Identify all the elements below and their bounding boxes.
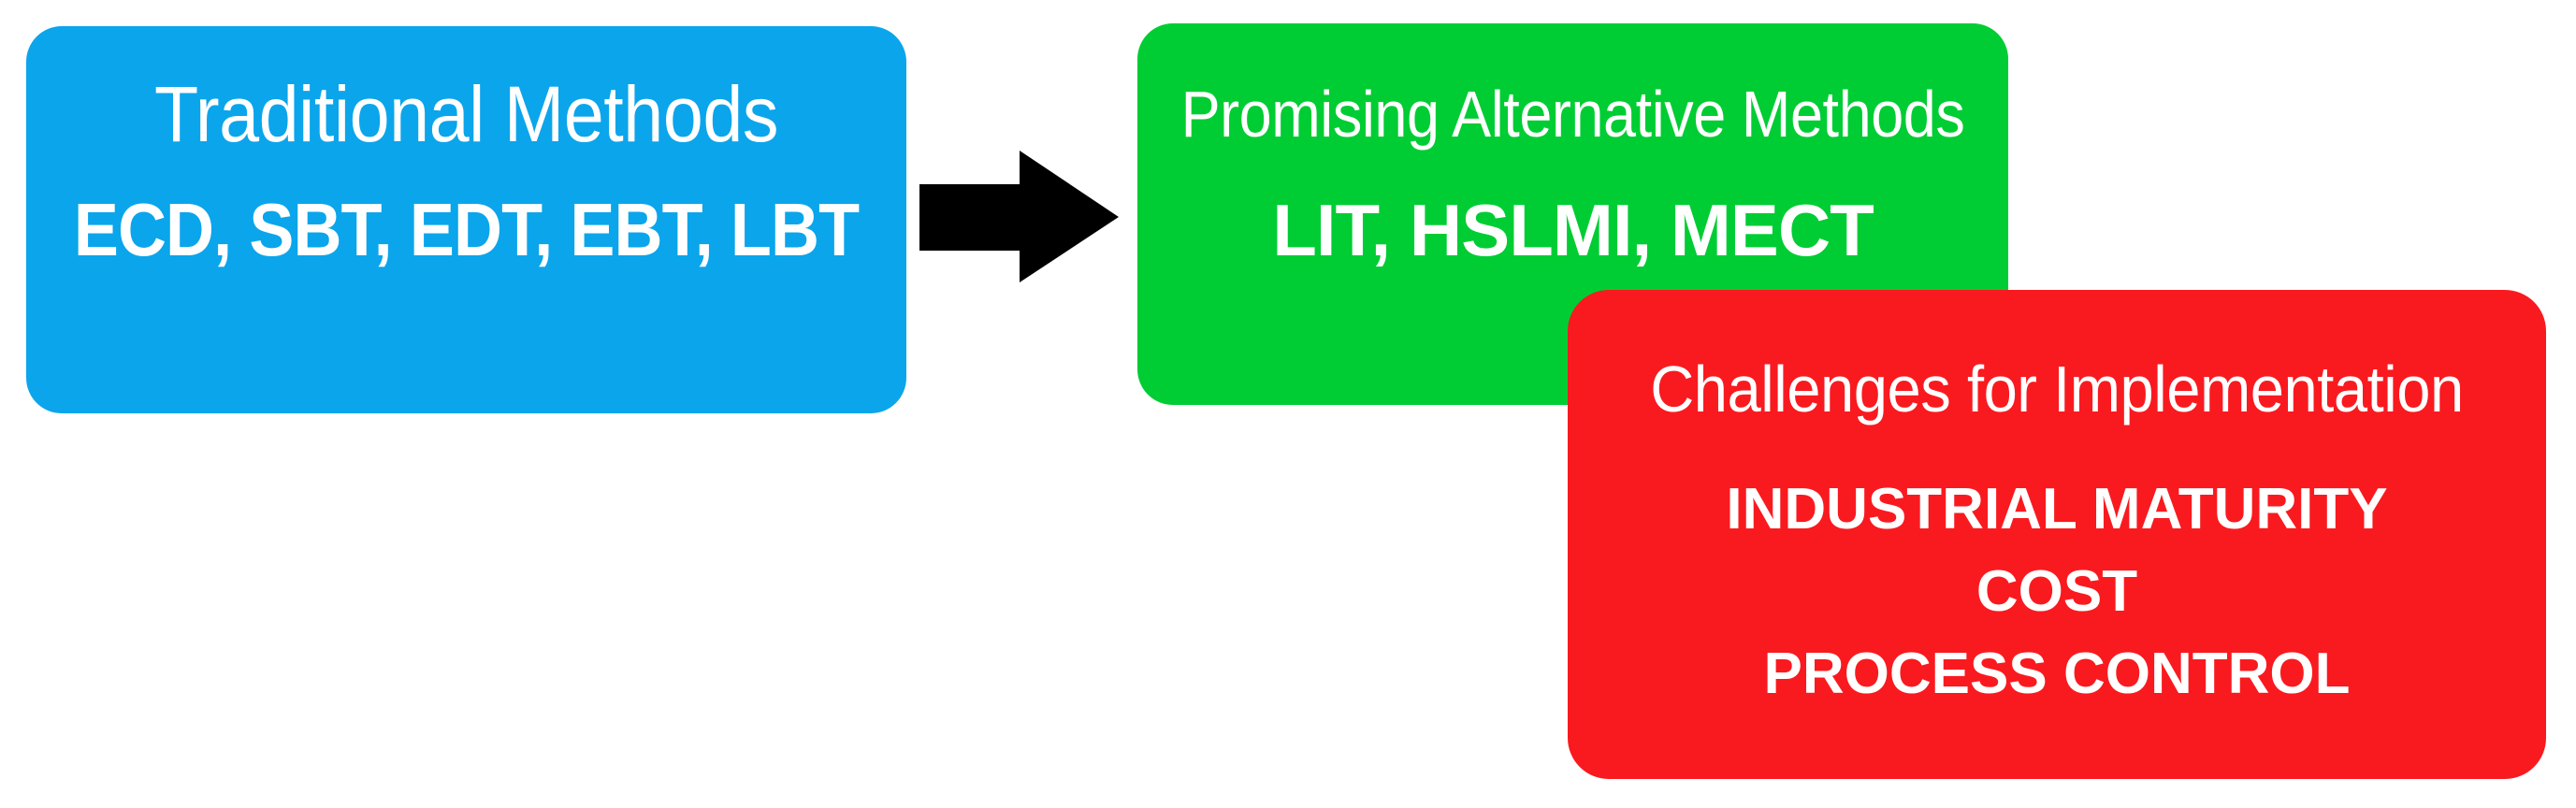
challenge-line-cost: COST [1975, 559, 2138, 624]
traditional-methods-list: ECD, SBT, EDT, EBT, LBT [73, 188, 860, 271]
challenges-for-implementation-title: Challenges for Implementation [1650, 353, 2464, 426]
challenge-line-process-control: PROCESS CONTROL [1763, 642, 2351, 706]
challenge-line-industrial-maturity: INDUSTRIAL MATURITY [1726, 477, 2388, 541]
traditional-methods-title: Traditional Methods [153, 70, 779, 158]
promising-alternative-methods-list: LIT, HSLMI, MECT [1272, 189, 1874, 271]
right-arrow-icon [919, 151, 1119, 282]
traditional-methods-box: Traditional Methods ECD, SBT, EDT, EBT, … [26, 26, 906, 413]
challenge-lines: INDUSTRIAL MATURITY COST PROCESS CONTROL [1568, 469, 2546, 715]
promising-alternative-methods-title: Promising Alternative Methods [1180, 78, 1965, 151]
challenges-for-implementation-box: Challenges for Implementation INDUSTRIAL… [1568, 290, 2546, 779]
